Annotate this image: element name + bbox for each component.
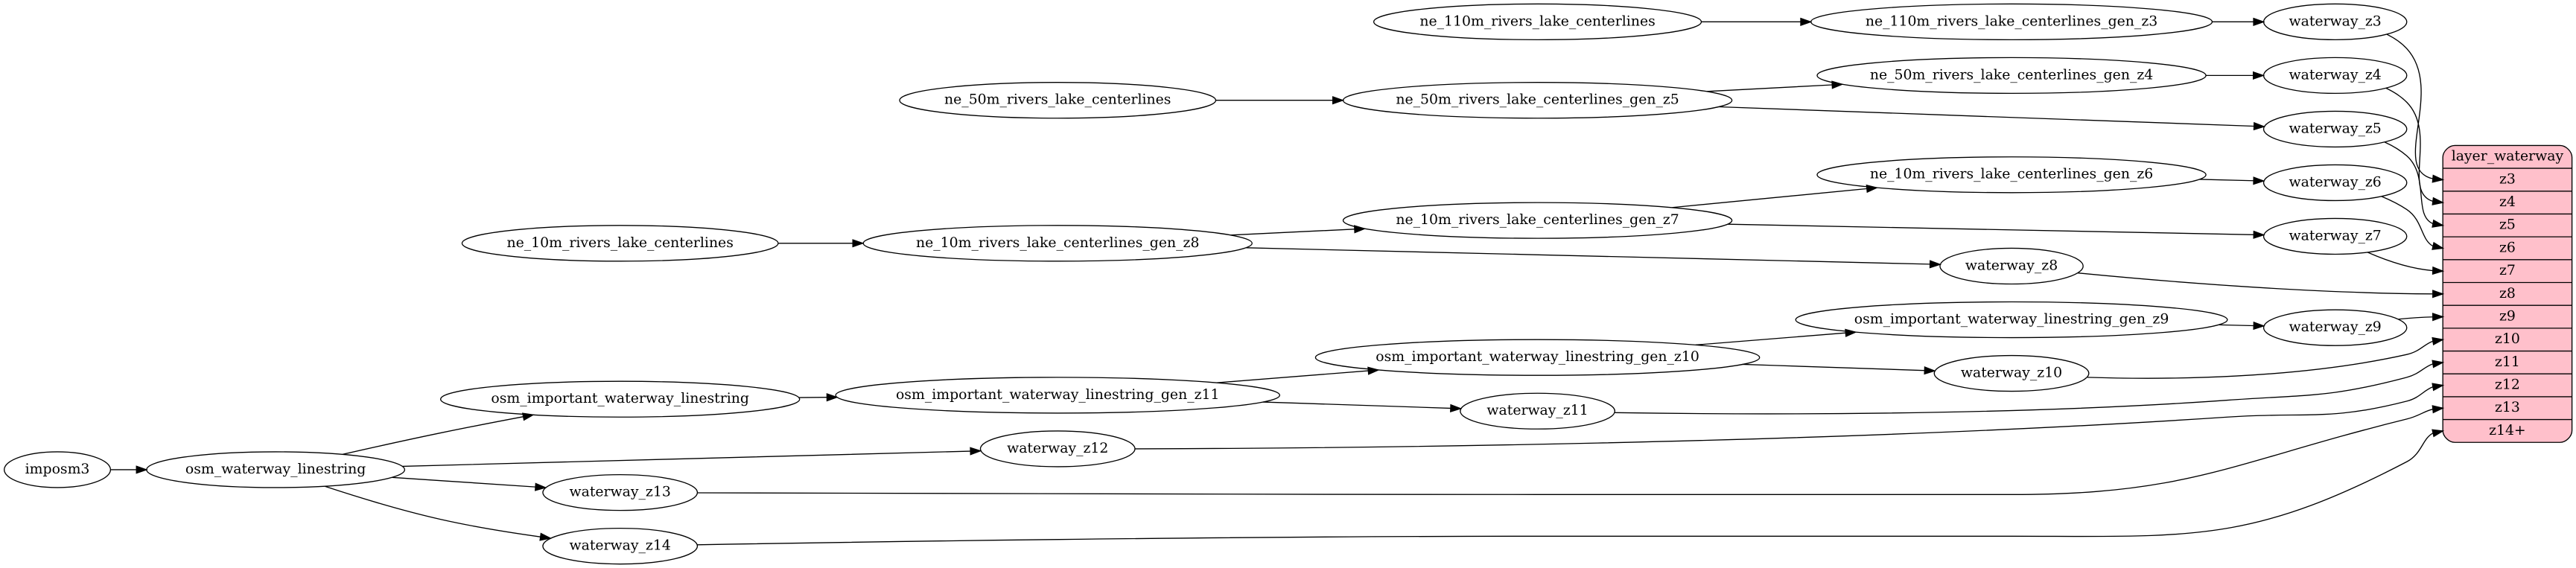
svg-text:osm_important_waterway_linestr: osm_important_waterway_linestring_gen_z1… [1376, 349, 1699, 365]
svg-text:osm_important_waterway_linestr: osm_important_waterway_linestring_gen_z1… [896, 387, 1219, 403]
svg-text:osm_important_waterway_linestr: osm_important_waterway_linestring_gen_z9 [1854, 312, 2169, 328]
svg-text:waterway_z11: waterway_z11 [1486, 403, 1588, 418]
svg-text:waterway_z9: waterway_z9 [2289, 319, 2382, 335]
svg-text:layer_waterway: layer_waterway [2452, 149, 2564, 165]
svg-text:ne_10m_rivers_lake_centerlines: ne_10m_rivers_lake_centerlines_gen_z7 [1396, 212, 1679, 228]
svg-text:waterway_z14: waterway_z14 [570, 538, 671, 554]
svg-text:waterway_z13: waterway_z13 [570, 485, 671, 500]
svg-text:osm_waterway_linestring: osm_waterway_linestring [185, 462, 366, 477]
svg-text:z11: z11 [2495, 354, 2520, 370]
svg-text:z12: z12 [2495, 377, 2520, 393]
svg-text:osm_important_waterway_linestr: osm_important_waterway_linestring [491, 391, 749, 406]
svg-text:waterway_z5: waterway_z5 [2289, 121, 2382, 136]
svg-text:imposm3: imposm3 [25, 462, 90, 477]
svg-text:ne_10m_rivers_lake_centerlines: ne_10m_rivers_lake_centerlines_gen_z8 [916, 235, 1199, 251]
svg-text:z3: z3 [2499, 171, 2516, 187]
svg-text:z4: z4 [2499, 194, 2516, 210]
svg-text:waterway_z7: waterway_z7 [2289, 228, 2382, 243]
svg-text:ne_50m_rivers_lake_centerlines: ne_50m_rivers_lake_centerlines_gen_z5 [1396, 92, 1679, 108]
svg-text:z9: z9 [2499, 309, 2516, 325]
svg-text:ne_50m_rivers_lake_centerlines: ne_50m_rivers_lake_centerlines_gen_z4 [1870, 67, 2153, 83]
svg-text:waterway_z4: waterway_z4 [2289, 67, 2382, 83]
svg-text:z14+: z14+ [2489, 423, 2526, 438]
svg-text:z5: z5 [2499, 217, 2516, 233]
svg-text:ne_110m_rivers_lake_centerline: ne_110m_rivers_lake_centerlines_gen_z3 [1866, 13, 2157, 29]
svg-text:ne_110m_rivers_lake_centerline: ne_110m_rivers_lake_centerlines [1419, 13, 1655, 29]
svg-text:z7: z7 [2499, 263, 2516, 278]
svg-text:ne_50m_rivers_lake_centerlines: ne_50m_rivers_lake_centerlines [944, 92, 1171, 108]
svg-text:waterway_z8: waterway_z8 [1965, 258, 2058, 273]
svg-text:z10: z10 [2495, 331, 2520, 347]
svg-text:z8: z8 [2499, 286, 2516, 301]
svg-text:waterway_z10: waterway_z10 [1961, 366, 2062, 381]
svg-text:ne_10m_rivers_lake_centerlines: ne_10m_rivers_lake_centerlines_gen_z6 [1870, 167, 2153, 182]
svg-text:z13: z13 [2495, 400, 2520, 415]
svg-text:z6: z6 [2499, 240, 2516, 255]
svg-text:waterway_z6: waterway_z6 [2289, 174, 2382, 190]
svg-text:waterway_z12: waterway_z12 [1007, 441, 1108, 456]
svg-text:ne_10m_rivers_lake_centerlines: ne_10m_rivers_lake_centerlines [506, 235, 733, 251]
svg-text:waterway_z3: waterway_z3 [2289, 13, 2382, 29]
